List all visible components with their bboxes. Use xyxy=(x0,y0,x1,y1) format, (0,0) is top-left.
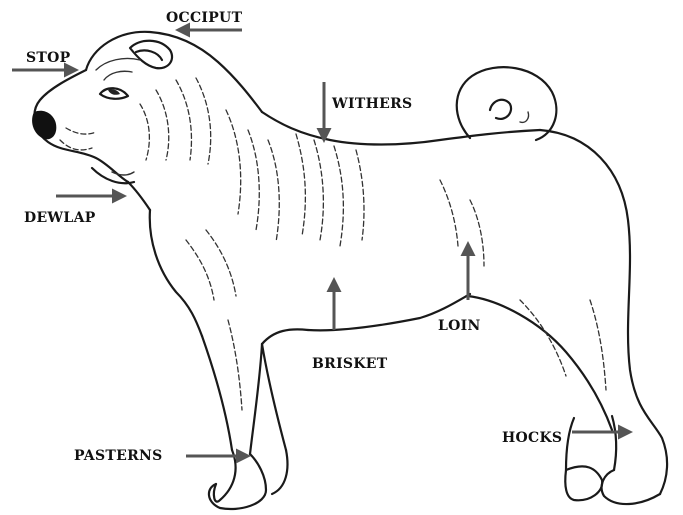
callout-arrows xyxy=(12,30,630,456)
label-occiput: OCCIPUT xyxy=(166,10,243,26)
label-stop: STOP xyxy=(26,50,71,66)
label-brisket: BRISKET xyxy=(312,356,388,372)
label-loin: LOIN xyxy=(438,318,481,334)
label-pasterns: PASTERNS xyxy=(74,448,163,464)
label-dewlap: DEWLAP xyxy=(24,210,96,226)
label-withers: WITHERS xyxy=(331,96,412,112)
label-hocks: HOCKS xyxy=(502,430,562,446)
